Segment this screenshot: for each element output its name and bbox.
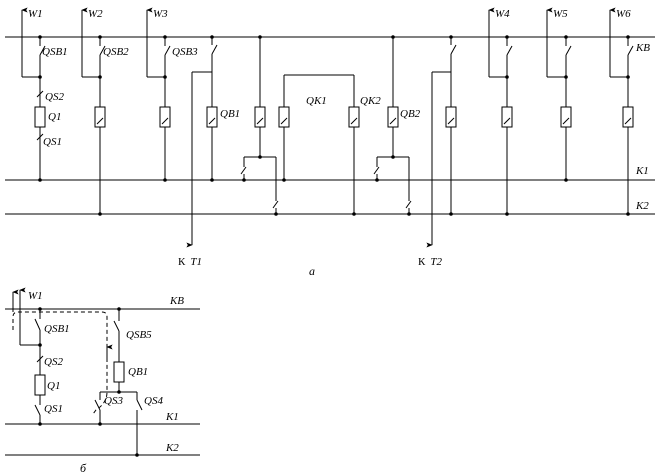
line-w6 bbox=[609, 7, 634, 216]
bus-k1-b-label: К1 bbox=[165, 411, 179, 423]
qs4-label: QS4 bbox=[144, 395, 163, 407]
bus-k2-b-label: К2 bbox=[165, 442, 179, 454]
w4-label: W4 bbox=[495, 8, 510, 20]
qs2-b-label: QS2 bbox=[44, 356, 63, 368]
line-w1-b bbox=[12, 287, 46, 426]
qb2-label: QB2 bbox=[400, 108, 421, 120]
line-w4 bbox=[488, 7, 513, 216]
w3-label: W3 bbox=[153, 8, 168, 20]
qs1-b-label: QS1 bbox=[44, 403, 63, 415]
bypass-circuit bbox=[94, 307, 143, 457]
q1-b-label: Q1 bbox=[47, 380, 60, 392]
qs3-label: QS3 bbox=[104, 395, 123, 407]
caption-a: а bbox=[309, 264, 315, 278]
bus-k2-label: К2 bbox=[635, 200, 649, 212]
qs2-label: QS2 bbox=[45, 91, 64, 103]
qsb1-label: QSB1 bbox=[42, 46, 68, 58]
qb1-label: QB1 bbox=[220, 108, 240, 120]
qk2-label: QK2 bbox=[360, 95, 381, 107]
qsb3-label: QSB3 bbox=[172, 46, 198, 58]
bus-kb-b-label: КВ bbox=[169, 295, 184, 307]
w5-label: W5 bbox=[553, 8, 568, 20]
qs1-label: QS1 bbox=[43, 136, 62, 148]
qsb2-label: QSB2 bbox=[103, 46, 129, 58]
bypass-path-dashed bbox=[12, 311, 108, 415]
qsb1-b-label: QSB1 bbox=[44, 323, 70, 335]
line-w2 bbox=[81, 7, 106, 216]
w6-label: W6 bbox=[616, 8, 631, 20]
diagram-a: КВ К1 К2 W1 QSB1 QS2 Q1 QS1 bbox=[5, 7, 655, 278]
section-bridge bbox=[278, 74, 360, 216]
line-w3 bbox=[146, 7, 171, 182]
tap-t2 bbox=[426, 35, 457, 248]
caption-b: б bbox=[80, 461, 87, 475]
coupler-left bbox=[240, 35, 279, 216]
qk1-label: QK1 bbox=[306, 95, 327, 107]
tap-t1 bbox=[186, 35, 218, 248]
q1-label: Q1 bbox=[48, 111, 61, 123]
w1-b-label: W1 bbox=[28, 290, 43, 302]
line-w1 bbox=[21, 7, 46, 182]
bus-kb-label: КВ bbox=[635, 42, 650, 54]
bus-k1-label: К1 bbox=[635, 165, 649, 177]
diagram-b: КВ К1 К2 W1 QSB1 QS2 Q1 QS1 bbox=[5, 287, 200, 475]
w1-label: W1 bbox=[28, 8, 43, 20]
w2-label: W2 bbox=[88, 8, 103, 20]
line-w5 bbox=[546, 7, 572, 182]
qb1-b-label: QB1 bbox=[128, 366, 148, 378]
coupler-right bbox=[373, 35, 412, 216]
qsb5-label: QSB5 bbox=[126, 329, 152, 341]
